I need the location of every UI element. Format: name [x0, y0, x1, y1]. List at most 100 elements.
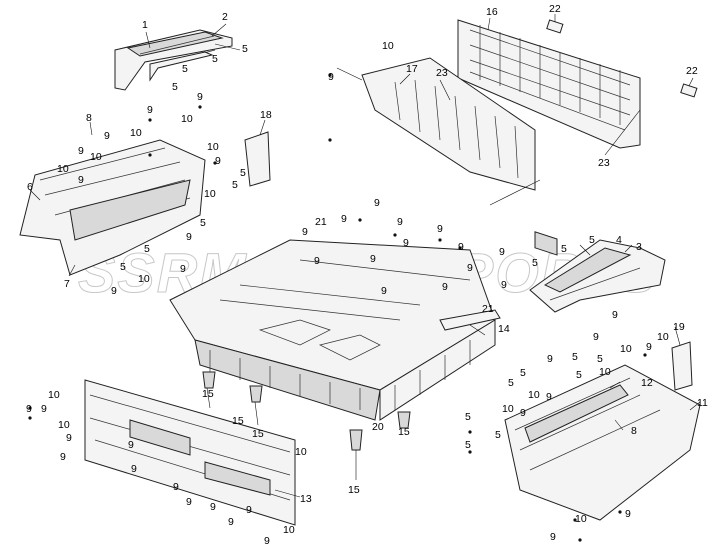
callout-10: 10: [138, 273, 150, 285]
callout-6: 6: [27, 181, 33, 193]
callout-10: 10: [575, 513, 587, 525]
callout-5: 5: [532, 257, 538, 269]
callout-9: 9: [520, 407, 526, 419]
callout-3: 3: [636, 241, 642, 253]
callout-10: 10: [620, 343, 632, 355]
callout-9: 9: [197, 91, 203, 103]
callout-5: 5: [144, 243, 150, 255]
callout-17: 17: [406, 63, 418, 75]
callout-9: 9: [374, 197, 380, 209]
callout-9: 9: [397, 216, 403, 228]
callout-9: 9: [546, 391, 552, 403]
callout-5: 5: [576, 369, 582, 381]
callout-5: 5: [212, 53, 218, 65]
callout-9: 9: [41, 403, 47, 415]
callout-9: 9: [131, 463, 137, 475]
callout-10: 10: [204, 188, 216, 200]
callout-9: 9: [328, 71, 334, 83]
callout-9: 9: [173, 481, 179, 493]
part-side-panel-right: [504, 341, 701, 521]
callout-9: 9: [625, 508, 631, 520]
part-top-rail-right: [529, 239, 666, 313]
callout-1: 1: [142, 19, 148, 31]
callout-15: 15: [252, 428, 264, 440]
part-brackets-15: [202, 371, 411, 451]
callout-5: 5: [520, 367, 526, 379]
callout-9: 9: [186, 231, 192, 243]
callout-10: 10: [58, 419, 70, 431]
callout-9: 9: [26, 403, 32, 415]
callout-9: 9: [467, 262, 473, 274]
callout-9: 9: [264, 535, 270, 547]
callout-9: 9: [128, 439, 134, 451]
callout-10: 10: [48, 389, 60, 401]
callout-9: 9: [78, 145, 84, 157]
callout-9: 9: [501, 279, 507, 291]
callout-9: 9: [147, 104, 153, 116]
callout-7: 7: [64, 278, 70, 290]
callout-9: 9: [550, 531, 556, 543]
part-tailgate-inner: [457, 19, 641, 256]
callout-5: 5: [561, 243, 567, 255]
callout-9: 9: [499, 246, 505, 258]
callout-5: 5: [495, 429, 501, 441]
callout-19: 19: [673, 321, 685, 333]
callout-labels: 1 2 5 5 5 5 16 22 22 10 17 23 9 23 8 9 1…: [26, 3, 708, 547]
callout-10: 10: [90, 151, 102, 163]
callout-9: 9: [210, 501, 216, 513]
callout-9: 9: [66, 432, 72, 444]
callout-5: 5: [200, 217, 206, 229]
callout-15: 15: [232, 415, 244, 427]
callout-5: 5: [465, 411, 471, 423]
callout-11: 11: [697, 397, 708, 409]
callout-9: 9: [186, 496, 192, 508]
callout-14: 14: [498, 323, 510, 335]
callout-5: 5: [242, 43, 248, 55]
callout-9: 9: [60, 451, 66, 463]
callout-9: 9: [104, 130, 110, 142]
callout-10: 10: [283, 524, 295, 536]
part-front-panel: [84, 379, 296, 526]
callout-9: 9: [78, 174, 84, 186]
callout-9: 9: [314, 255, 320, 267]
callout-21: 21: [482, 303, 494, 315]
callout-15: 15: [202, 388, 214, 400]
part-side-panel-left: [19, 131, 271, 276]
callout-20: 20: [372, 421, 384, 433]
part-plates-22: [546, 19, 698, 98]
callout-10: 10: [57, 163, 69, 175]
callout-9: 9: [403, 237, 409, 249]
callout-9: 9: [370, 253, 376, 265]
callout-9: 9: [228, 516, 234, 528]
callout-10: 10: [382, 40, 394, 52]
callout-5: 5: [240, 167, 246, 179]
callout-5: 5: [465, 439, 471, 451]
callout-9: 9: [458, 241, 464, 253]
callout-5: 5: [232, 179, 238, 191]
callout-18: 18: [260, 109, 272, 121]
callout-5: 5: [597, 353, 603, 365]
callout-10: 10: [502, 403, 514, 415]
callout-9: 9: [612, 309, 618, 321]
callout-8: 8: [631, 425, 637, 437]
callout-10: 10: [181, 113, 193, 125]
callout-9: 9: [547, 353, 553, 365]
callout-13: 13: [300, 493, 312, 505]
callout-8: 8: [86, 112, 92, 124]
callout-12: 12: [641, 377, 653, 389]
callout-10: 10: [599, 366, 611, 378]
callout-5: 5: [589, 234, 595, 246]
leader-lines: [29, 14, 701, 498]
callout-4: 4: [616, 234, 622, 246]
callout-2: 2: [222, 11, 228, 23]
callout-9: 9: [111, 285, 117, 297]
callout-10: 10: [528, 389, 540, 401]
callout-16: 16: [486, 6, 498, 18]
part-tailgate-panel: [361, 57, 536, 191]
callout-9: 9: [215, 155, 221, 167]
callout-10: 10: [295, 446, 307, 458]
callout-5: 5: [572, 351, 578, 363]
callout-10: 10: [657, 331, 669, 343]
callout-9: 9: [442, 281, 448, 293]
